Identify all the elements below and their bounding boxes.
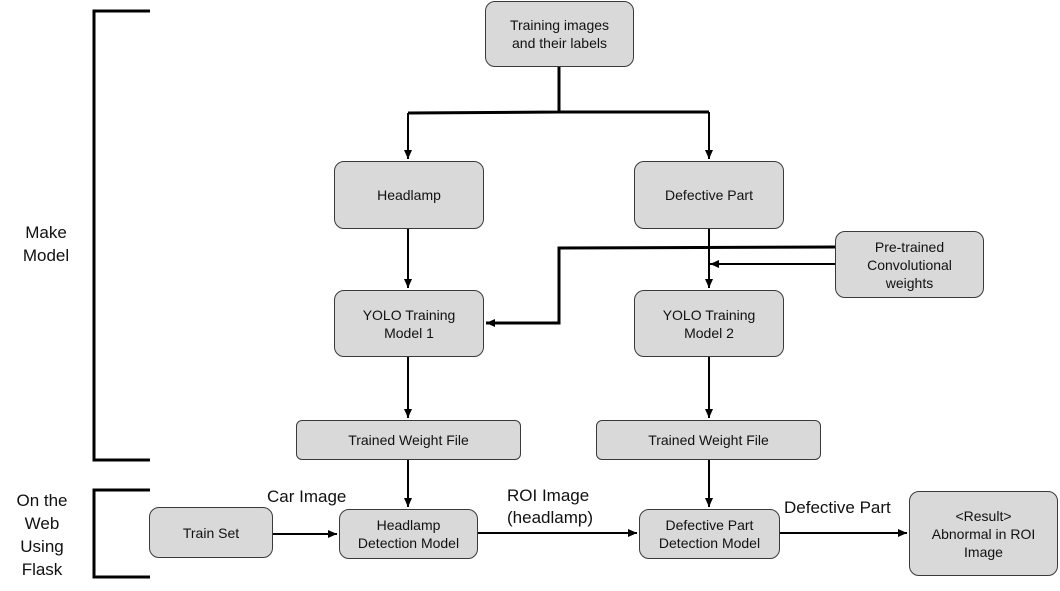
headlamp-node: Headlamp xyxy=(334,161,484,229)
headlamp-detection-model-node: Headlamp Detection Model xyxy=(339,509,478,559)
train-set-node: Train Set xyxy=(149,507,273,558)
defective-part-label: Defective Part xyxy=(784,498,891,517)
yolo-model-1-node: YOLO Training Model 1 xyxy=(334,290,484,357)
roi-image-label: ROI Image (headlamp) xyxy=(507,486,593,527)
defective-part-node: Defective Part xyxy=(634,161,784,229)
web-flask-label: On the Web Using Flask xyxy=(16,491,68,579)
training-images-node: Training images and their labels xyxy=(485,1,634,67)
car-image-label: Car Image xyxy=(267,487,347,506)
pretrained-weights-node: Pre-trained Convolutional weights xyxy=(835,231,984,298)
make-model-label: Make Model xyxy=(22,223,70,265)
edge-pretrained-yolo1 xyxy=(486,245,836,327)
result-node: <Result> Abnormal in ROI Image xyxy=(909,491,1058,576)
yolo-model-2-node: YOLO Training Model 2 xyxy=(634,290,784,357)
web-bracket xyxy=(92,488,150,579)
trained-weight-file-2-node: Trained Weight File xyxy=(596,420,821,460)
edge-split xyxy=(407,67,709,115)
make-model-bracket xyxy=(92,9,150,462)
trained-weight-file-1-node: Trained Weight File xyxy=(296,420,521,460)
defective-part-detection-model-node: Defective Part Detection Model xyxy=(639,509,780,559)
